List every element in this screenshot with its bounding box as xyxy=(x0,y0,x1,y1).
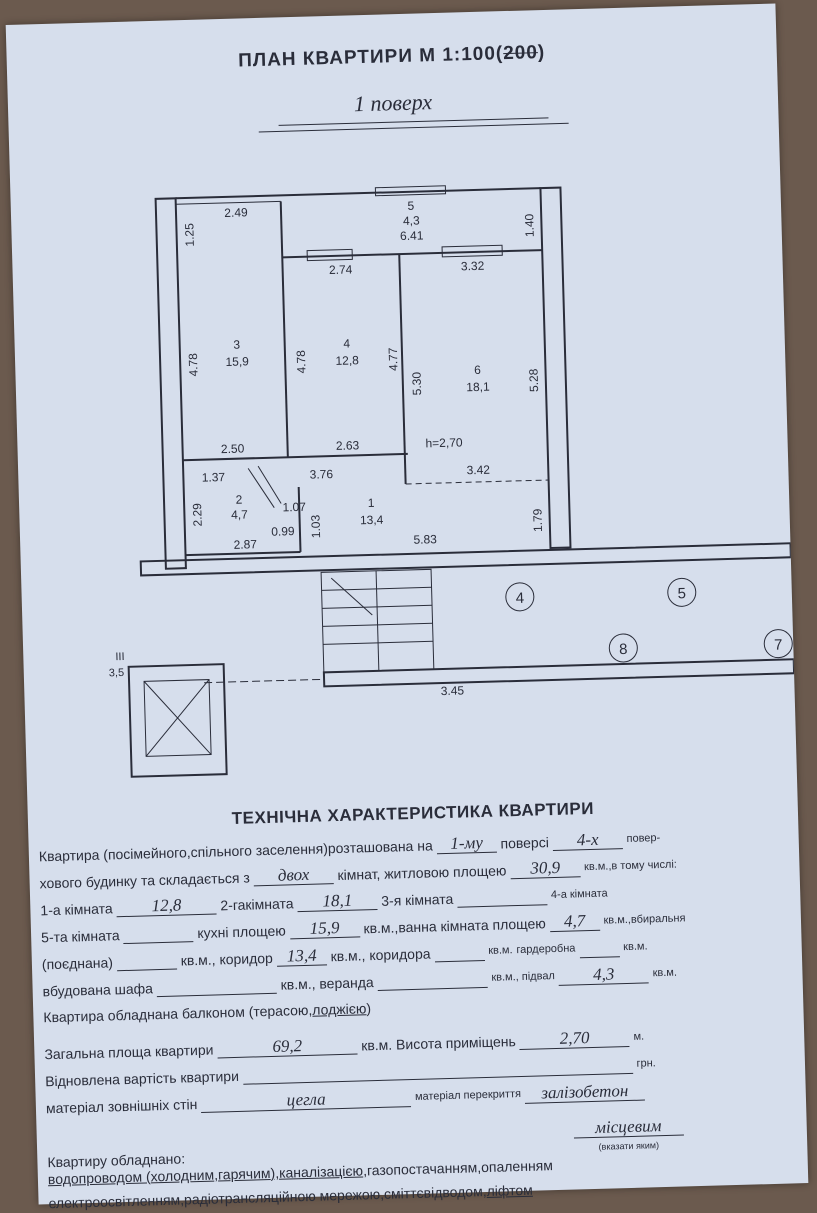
living-area: 30,9 xyxy=(509,858,581,880)
wall-3-4 xyxy=(279,201,289,458)
window-6 xyxy=(441,244,503,258)
dim-2-29: 2.29 xyxy=(190,503,205,527)
ceiling-height: h=2,70 xyxy=(425,435,463,450)
room-6-id: 6 xyxy=(474,363,481,377)
rooms-count: двох xyxy=(253,865,334,887)
dim-3-45: 3.45 xyxy=(441,683,465,698)
document-sheet: ПЛАН КВАРТИРИ М 1:100(200) 1 поверх xyxy=(5,3,809,1211)
sewerage: каналізацією xyxy=(278,1162,364,1181)
room-2-id: 2 xyxy=(235,493,242,507)
dim-3-32: 3.32 xyxy=(461,259,485,274)
dim-2-50: 2.50 xyxy=(221,441,245,456)
dim-1-03: 1.03 xyxy=(308,514,323,538)
balcony-window xyxy=(374,185,447,197)
room-2-area: 4,7 xyxy=(231,507,248,521)
dim-4-77: 4.77 xyxy=(386,347,401,371)
room-2-area-value: 18,1 xyxy=(297,891,378,913)
kitchen-opening xyxy=(405,479,549,485)
wall-bath-bottom xyxy=(185,550,301,557)
dim-0-99: 0.99 xyxy=(271,524,295,539)
room-4-area: 12,8 xyxy=(335,353,359,368)
dim-4-78-b: 4.78 xyxy=(294,350,309,374)
dim-2-49: 2.49 xyxy=(224,205,248,220)
axis-8-label: 8 xyxy=(619,641,628,658)
section-value: 3,5 xyxy=(109,667,125,679)
wall-4-6 xyxy=(398,254,407,485)
kitchen-area: 15,9 xyxy=(289,918,360,940)
axis-5-label: 5 xyxy=(677,585,686,602)
bath-door xyxy=(247,468,275,508)
floor-plan: 3 15,9 4 12,8 6 18,1 5 4,3 2 4,7 1 13,4 … xyxy=(109,117,796,778)
room-height: 2,70 xyxy=(519,1027,630,1051)
elevator-shaft xyxy=(127,663,228,778)
dim-1-79: 1.79 xyxy=(530,508,545,532)
wall-loggia xyxy=(282,249,543,259)
left-wall xyxy=(154,197,187,570)
elevator: ліфтом xyxy=(486,1181,533,1200)
axis-7-marker xyxy=(763,629,793,659)
room-6-area: 18,1 xyxy=(466,380,490,395)
dim-4-78-a: 4.78 xyxy=(186,353,201,377)
dim-3-42: 3.42 xyxy=(466,463,490,478)
room-4-id: 4 xyxy=(343,336,350,350)
dim-6-41: 6.41 xyxy=(400,228,424,243)
cold-water: холодним xyxy=(150,1166,215,1185)
room-3-area: 15,9 xyxy=(225,354,249,369)
hot-water: гарячим xyxy=(217,1165,271,1183)
walls-material: цегла xyxy=(200,1088,412,1113)
storeys-value: 4-х xyxy=(552,830,623,852)
dim-2-63: 2.63 xyxy=(336,438,360,453)
heating-type: місцевим xyxy=(573,1116,684,1139)
axis-5-marker xyxy=(667,577,697,607)
right-wall xyxy=(539,186,572,549)
floor-underline xyxy=(278,117,549,126)
corridor-area: 13,4 xyxy=(276,946,327,967)
dim-2-87: 2.87 xyxy=(233,537,257,552)
window-4 xyxy=(306,248,353,262)
loggia-area: 4,3 xyxy=(558,964,650,986)
total-area: 69,2 xyxy=(217,1035,358,1059)
room-5-area: 4,3 xyxy=(403,213,420,227)
dim-1-25: 1.25 xyxy=(182,223,197,247)
ceiling-material: залізобетон xyxy=(524,1081,646,1104)
wall-bath-right xyxy=(297,486,302,552)
loggia-underlined: лоджією xyxy=(312,1000,367,1018)
room-1-id: 1 xyxy=(368,496,375,510)
axis-4-label: 4 xyxy=(515,590,524,607)
dim-5-28: 5.28 xyxy=(526,368,541,392)
balcony-rail xyxy=(175,187,541,200)
dim-1-07: 1.07 xyxy=(282,500,306,515)
axis-7-label: 7 xyxy=(774,637,783,654)
lower-wall xyxy=(322,658,796,688)
bathroom-area: 4,7 xyxy=(549,911,600,933)
room-3-id: 3 xyxy=(233,338,240,352)
floor-value: 1-му xyxy=(436,833,497,855)
room-1-area: 13,4 xyxy=(360,513,384,528)
dim-5-83: 5.83 xyxy=(413,532,437,547)
dim-2-74: 2.74 xyxy=(329,262,353,277)
dim-3-76: 3.76 xyxy=(309,467,333,482)
axis-4-marker xyxy=(505,582,535,612)
dim-1-40: 1.40 xyxy=(522,213,537,237)
dim-5-30: 5.30 xyxy=(410,371,425,395)
room-5-id: 5 xyxy=(407,199,414,213)
wall-corridor-top xyxy=(182,452,408,462)
room-1-area-value: 12,8 xyxy=(116,895,217,918)
entrance-wall xyxy=(139,542,792,577)
axis-8-marker xyxy=(608,633,638,663)
section-mark: III xyxy=(115,651,125,663)
dim-1-37: 1.37 xyxy=(202,470,226,485)
